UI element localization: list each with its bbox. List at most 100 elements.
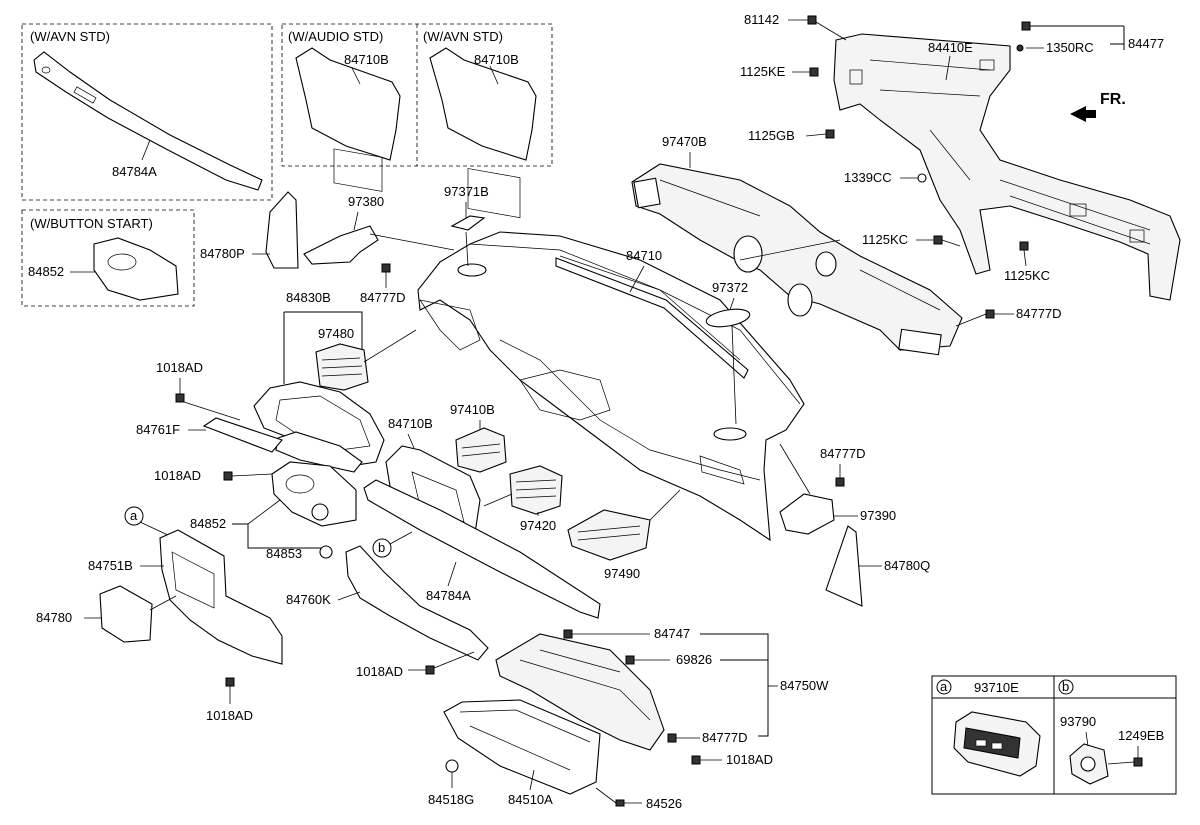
part-label: 84852 bbox=[190, 516, 226, 531]
part-label: 84710B bbox=[344, 52, 389, 67]
part-label: 1018AD bbox=[156, 360, 203, 375]
part-label: 84777D bbox=[1016, 306, 1062, 321]
pin-icon bbox=[615, 799, 625, 807]
bolt-icon bbox=[807, 15, 817, 25]
bolt-icon bbox=[667, 733, 677, 743]
bolt-icon bbox=[563, 629, 573, 639]
part-label: 97380 bbox=[348, 194, 384, 209]
defroster-nozzle-97380-icon bbox=[303, 225, 379, 265]
part-label: 97420 bbox=[520, 518, 556, 533]
variant-box-button-start: (W/BUTTON START) 84852 bbox=[21, 209, 195, 307]
center-vent-97410b-icon bbox=[455, 427, 507, 473]
steering-cover-icon bbox=[93, 237, 179, 301]
cowl-cross-bar-84410e bbox=[833, 33, 1181, 301]
part-label: 84710B bbox=[388, 416, 433, 431]
lower-panel-84751b-icon bbox=[159, 529, 283, 665]
part-label: 97490 bbox=[604, 566, 640, 581]
callout-label: a bbox=[130, 508, 138, 523]
svg-text:FR.: FR. bbox=[1100, 91, 1126, 108]
legend-b-part2: 1249EB bbox=[1118, 728, 1164, 743]
side-cover-84780q-icon bbox=[825, 525, 863, 607]
part-label: 84710 bbox=[626, 248, 662, 263]
part-label: 84710B bbox=[474, 52, 519, 67]
screw-icon bbox=[1133, 757, 1143, 767]
part-label: 1125GB bbox=[748, 128, 795, 143]
part-label: 84510A bbox=[508, 792, 553, 807]
part-label: 97480 bbox=[318, 326, 354, 341]
part-label: 97470B bbox=[662, 134, 707, 149]
air-duct-97470b bbox=[631, 163, 963, 356]
variant-box-audio-std: (W/AUDIO STD) (W/AVN STD) 84710B 84710B bbox=[281, 23, 553, 219]
legend-a-marker bbox=[936, 679, 952, 695]
part-label: 84830B bbox=[286, 290, 331, 305]
bolt-icon bbox=[825, 129, 835, 139]
bolt-icon bbox=[835, 477, 845, 487]
bolt-icon bbox=[809, 67, 819, 77]
part-label: 1018AD bbox=[726, 752, 773, 767]
part-label: 84410E bbox=[928, 40, 973, 55]
screw-icon bbox=[625, 655, 635, 665]
part-label: 1018AD bbox=[356, 664, 403, 679]
trim-strip-84784a-icon bbox=[33, 51, 263, 191]
part-label: 1125KC bbox=[1004, 268, 1050, 283]
lower-panel-84760k-icon bbox=[345, 545, 489, 661]
variant-label: (W/AUDIO STD) bbox=[288, 29, 383, 44]
screw-icon bbox=[691, 755, 701, 765]
cover-84780-icon bbox=[99, 585, 153, 643]
part-label: 84777D bbox=[702, 730, 748, 745]
detail-legend-table: a 93710E b 93790 1249EB bbox=[931, 675, 1177, 795]
part-label: 97371B bbox=[444, 184, 489, 199]
part-label: 69826 bbox=[676, 652, 712, 667]
callout-b-marker bbox=[372, 538, 392, 558]
center-fascia-audio-icon bbox=[295, 47, 401, 161]
trim-strip-84784a-main-icon bbox=[363, 479, 601, 619]
legend-b-label: b bbox=[1062, 679, 1069, 694]
part-label: 84784A bbox=[112, 164, 157, 179]
side-duct-97390-icon bbox=[779, 493, 835, 535]
bolt-icon bbox=[381, 263, 391, 273]
front-direction-indicator: FR. bbox=[1070, 91, 1126, 122]
part-label: 84853 bbox=[266, 546, 302, 561]
part-label: 84777D bbox=[360, 290, 406, 305]
part-label: 84760K bbox=[286, 592, 331, 607]
part-label: 84750W bbox=[780, 678, 829, 693]
variant-box-avn-std-left: (W/AVN STD) 84784A bbox=[21, 23, 273, 201]
part-label: 1350RC bbox=[1046, 40, 1094, 55]
glove-box-housing-icon bbox=[495, 633, 665, 751]
legend-a-part: 93710E bbox=[974, 680, 1019, 695]
screw-icon bbox=[425, 665, 435, 675]
clip-icon bbox=[1016, 44, 1024, 52]
part-label: 84777D bbox=[820, 446, 866, 461]
center-fascia-avn-icon bbox=[429, 47, 537, 161]
part-label: 84852 bbox=[28, 264, 64, 279]
variant-label: (W/AVN STD) bbox=[423, 29, 503, 44]
part-label: 84761F bbox=[136, 422, 180, 437]
part-label: 84526 bbox=[646, 796, 682, 811]
part-label: 1018AD bbox=[206, 708, 253, 723]
part-label: 81142 bbox=[744, 12, 779, 27]
bolt-icon bbox=[1019, 241, 1029, 251]
bolt-icon bbox=[933, 235, 943, 245]
start-button-84853-icon bbox=[319, 545, 333, 559]
cluster-fascia-84830b bbox=[253, 381, 385, 473]
side-cover-84780p-icon bbox=[265, 191, 299, 269]
center-vent-97420-icon bbox=[509, 465, 563, 515]
part-label: 84780 bbox=[36, 610, 72, 625]
callout-label: b bbox=[378, 540, 385, 555]
glove-box-84510a-icon bbox=[443, 699, 601, 795]
trim-84761f-icon bbox=[202, 417, 283, 453]
screw-icon bbox=[223, 471, 233, 481]
variant-label: (W/AVN STD) bbox=[30, 29, 110, 44]
screw-icon bbox=[225, 677, 235, 687]
crash-pad-84710 bbox=[417, 231, 805, 542]
bolt-icon bbox=[985, 309, 995, 319]
bumper-84518g-icon bbox=[445, 759, 459, 773]
part-label: 84518G bbox=[428, 792, 474, 807]
part-label: 84477 bbox=[1128, 36, 1164, 51]
part-label: 84747 bbox=[654, 626, 690, 641]
side-vent-97490-icon bbox=[567, 509, 651, 561]
part-label: 84780P bbox=[200, 246, 245, 261]
legend-b-part1: 93790 bbox=[1060, 714, 1096, 729]
callout-a-marker bbox=[124, 506, 144, 526]
